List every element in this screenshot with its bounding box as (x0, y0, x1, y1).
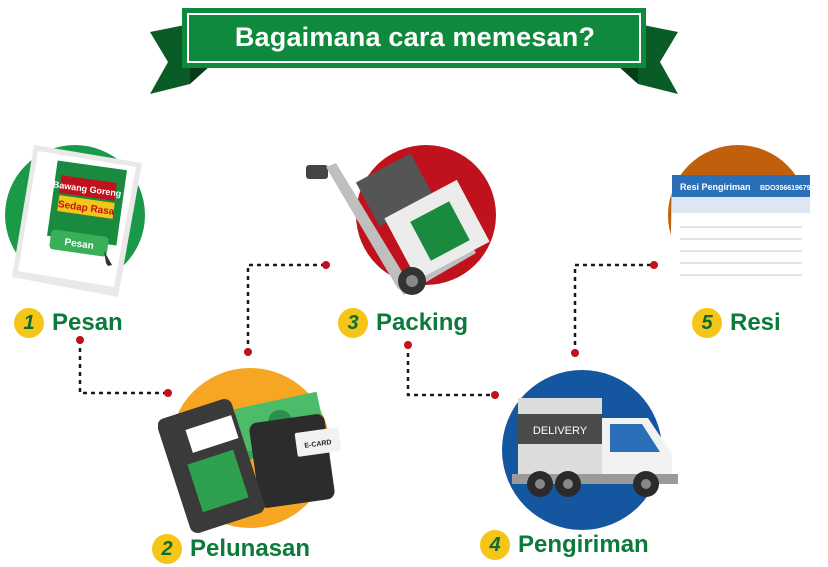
step-2-label: 2 Pelunasan (152, 534, 310, 564)
step-5-label: 5 Resi (692, 308, 781, 338)
receipt-number: BDO356619679 (760, 185, 811, 192)
step-2-title: Pelunasan (190, 535, 311, 562)
step-1-number: 1 (14, 308, 44, 338)
step-5-title: Resi (730, 309, 781, 336)
hand-truck-icon (306, 153, 490, 295)
step-3-label: 3 Packing (338, 308, 468, 338)
receipt-title: Resi Pengiriman (680, 182, 751, 192)
card-label: E-CARD (304, 439, 332, 450)
truck-label: DELIVERY (533, 425, 588, 437)
payment-terminal-icon (158, 391, 342, 534)
step-1-title: Pesan (52, 309, 123, 336)
step-1-label: 1 Pesan (14, 308, 123, 338)
step-2-illustration: E-CARD (158, 368, 342, 534)
receipt-icon (670, 175, 810, 285)
step-1-illustration: Bawang Goreng Sedap Rasa Pesan (5, 145, 145, 297)
step-4-title: Pengiriman (518, 531, 649, 558)
step-2-number: 2 (152, 534, 182, 564)
order-button-graphic: Pesan (64, 237, 95, 252)
step-4-illustration: DELIVERY (502, 370, 678, 530)
order-bag-icon (12, 145, 142, 297)
step-4-number: 4 (480, 530, 510, 560)
step-3-title: Packing (376, 309, 469, 336)
delivery-truck-icon (512, 398, 678, 497)
step-3-number: 3 (338, 308, 368, 338)
step-3-illustration (306, 145, 496, 295)
page-title: Bagaimana cara memesan? (234, 21, 596, 52)
step-5-number: 5 (692, 308, 722, 338)
step-4-label: 4 Pengiriman (480, 530, 649, 560)
step-5-illustration: Resi Pengiriman BDO356619679 (668, 145, 811, 285)
